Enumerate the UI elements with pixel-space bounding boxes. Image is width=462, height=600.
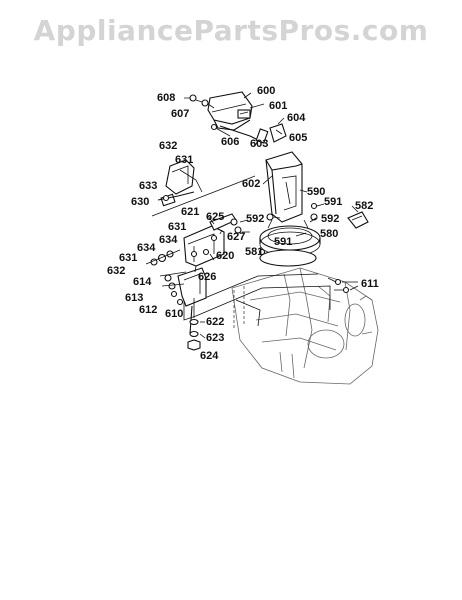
chute-clip-582 bbox=[347, 211, 369, 229]
label-607: 607 bbox=[171, 108, 189, 120]
lever-assembly-626 bbox=[159, 267, 207, 335]
fasteners-622-624 bbox=[187, 298, 201, 351]
label-631-b: 631 bbox=[168, 221, 186, 233]
label-592-left: 592 bbox=[246, 213, 264, 225]
watermark: AppliancePartsPros.com bbox=[33, 14, 429, 47]
label-610: 610 bbox=[165, 308, 183, 320]
label-606: 606 bbox=[221, 136, 239, 148]
label-581: 581 bbox=[245, 246, 263, 258]
label-613: 613 bbox=[125, 292, 143, 304]
label-614: 614 bbox=[133, 276, 152, 288]
label-592-right: 592 bbox=[321, 213, 339, 225]
label-632-b: 632 bbox=[107, 265, 125, 277]
label-601: 601 bbox=[269, 100, 287, 112]
washers-634-631 bbox=[145, 249, 181, 266]
leader-lines bbox=[194, 92, 359, 339]
label-605: 605 bbox=[289, 132, 307, 144]
label-631-c: 631 bbox=[119, 252, 137, 264]
label-590: 590 bbox=[307, 186, 325, 198]
label-622: 622 bbox=[206, 316, 224, 328]
discharge-chute-602 bbox=[265, 151, 303, 223]
label-608: 608 bbox=[157, 92, 175, 104]
bolt-608 bbox=[184, 94, 215, 109]
label-602: 602 bbox=[242, 178, 260, 190]
chute-deflector-600 bbox=[207, 91, 253, 131]
label-580: 580 bbox=[320, 228, 338, 240]
label-612: 612 bbox=[139, 304, 157, 316]
label-633: 633 bbox=[139, 180, 157, 192]
label-625: 625 bbox=[206, 211, 224, 223]
mounting-bracket-620 bbox=[183, 213, 250, 267]
crank-bracket-630 bbox=[157, 159, 203, 207]
label-634-a: 634 bbox=[159, 234, 178, 246]
bolts-611 bbox=[327, 277, 359, 294]
label-623: 623 bbox=[206, 332, 224, 344]
screw-606 bbox=[210, 123, 231, 137]
label-611: 611 bbox=[361, 278, 379, 290]
label-632: 632 bbox=[159, 140, 177, 152]
label-591: 591 bbox=[324, 196, 342, 208]
engine-body bbox=[231, 267, 379, 385]
label-624: 624 bbox=[200, 350, 219, 362]
label-631: 631 bbox=[175, 154, 193, 166]
label-603: 603 bbox=[250, 138, 268, 150]
label-604: 604 bbox=[287, 112, 306, 124]
label-621: 621 bbox=[181, 206, 199, 218]
label-620: 620 bbox=[216, 250, 234, 262]
label-591-ring: 591 bbox=[274, 236, 292, 248]
frame-rails bbox=[151, 175, 331, 330]
label-582: 582 bbox=[355, 200, 373, 212]
callout-labels: 608 600 607 601 604 605 606 603 632 631 … bbox=[107, 85, 379, 362]
label-600: 600 bbox=[257, 85, 275, 97]
label-626: 626 bbox=[198, 271, 216, 283]
label-634-b: 634 bbox=[137, 242, 156, 254]
label-627: 627 bbox=[227, 231, 245, 243]
label-630: 630 bbox=[131, 196, 149, 208]
chute-ring-580 bbox=[259, 219, 321, 267]
